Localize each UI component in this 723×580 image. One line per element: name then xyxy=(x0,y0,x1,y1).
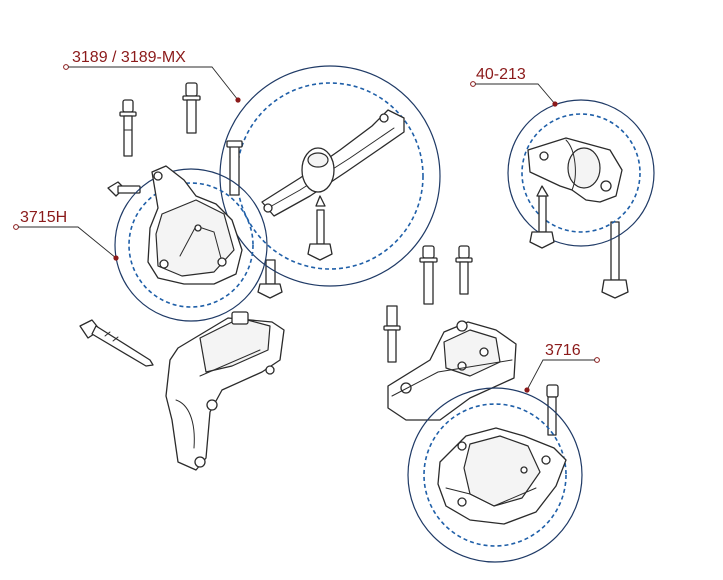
label-gearbox-mount[interactable]: 3716 xyxy=(545,342,581,359)
bolt-top-center xyxy=(182,82,201,134)
bolt-mount-left xyxy=(257,259,283,299)
callout-engine-mount xyxy=(114,165,268,322)
support-bracket xyxy=(165,311,285,471)
leader-engine-support xyxy=(63,64,241,103)
ring-inner-gearbox-bracket xyxy=(521,113,641,233)
callout-gearbox-mount xyxy=(407,387,583,563)
bolt-right-long xyxy=(601,221,629,299)
label-gearbox-bracket[interactable]: 40-213 xyxy=(476,66,526,83)
ring-outer-gearbox-mount xyxy=(407,387,583,563)
callout-engine-support xyxy=(219,65,441,287)
leader-gearbox-mount xyxy=(524,357,600,393)
bolt-right-short xyxy=(546,384,559,436)
bolt-small-left xyxy=(107,181,141,197)
bolt-top-left xyxy=(119,99,137,157)
bolt-center-2 xyxy=(455,245,473,295)
gearbox-carrier xyxy=(387,320,517,421)
callout-gearbox-bracket xyxy=(507,99,655,249)
label-engine-mount[interactable]: 3715H xyxy=(20,209,67,226)
leader-gearbox-bracket xyxy=(470,81,558,107)
leader-engine-mount xyxy=(13,224,119,261)
ring-inner-engine-support xyxy=(236,82,424,270)
ring-outer-gearbox-bracket xyxy=(507,99,655,247)
ring-outer-engine-mount xyxy=(114,168,268,322)
bolt-long-left xyxy=(79,319,154,367)
bolt-center-1 xyxy=(419,245,438,305)
label-engine-support[interactable]: 3189 / 3189-MX xyxy=(72,49,186,66)
bolt-center-3 xyxy=(383,305,401,363)
ring-outer-engine-support xyxy=(219,65,441,287)
ring-inner-engine-mount xyxy=(128,182,254,308)
ring-inner-gearbox-mount xyxy=(423,403,567,547)
